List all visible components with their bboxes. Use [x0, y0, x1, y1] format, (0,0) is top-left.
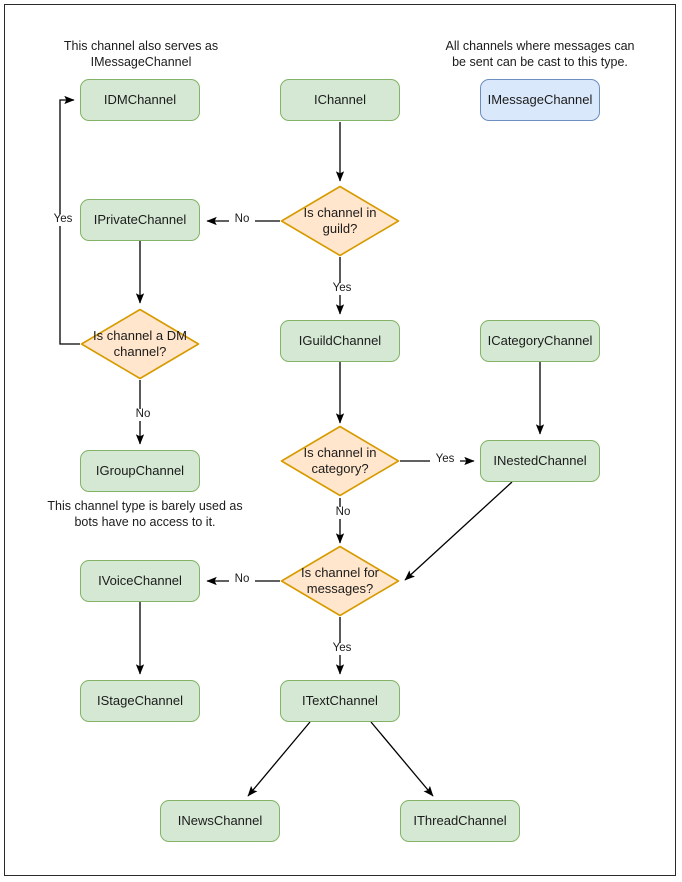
- node-icategory-channel-label: ICategoryChannel: [487, 332, 593, 348]
- node-iguild-channel-label: IGuildChannel: [298, 332, 382, 348]
- note-message-channel: All channels where messages can be sent …: [445, 39, 635, 70]
- node-is-channel-for-messages-label: Is channel for messages?: [300, 564, 380, 596]
- edge-label-no-category: No: [330, 506, 356, 519]
- note-dm-channel: This channel also serves as IMessageChan…: [63, 39, 219, 70]
- edge-label-yes-guild: Yes: [327, 282, 357, 295]
- node-iprivate-channel[interactable]: IPrivateChannel: [80, 199, 200, 241]
- node-ithread-channel[interactable]: IThreadChannel: [400, 800, 520, 842]
- node-is-channel-in-category[interactable]: Is channel in category?: [280, 425, 400, 497]
- edge-itext-to-inews: [247, 721, 311, 797]
- edge-itext-to-ithread: [370, 721, 434, 797]
- node-is-channel-in-guild-label: Is channel in guild?: [303, 204, 377, 236]
- node-is-channel-a-dm-channel-label: Is channel a DM channel?: [93, 327, 187, 359]
- note-group-channel: This channel type is barely used as bots…: [47, 499, 243, 530]
- node-inews-channel[interactable]: INewsChannel: [160, 800, 280, 842]
- diamond-shape-icon: [80, 308, 200, 380]
- node-imessage-channel-label: IMessageChannel: [487, 91, 593, 107]
- node-istage-channel-label: IStageChannel: [96, 692, 183, 708]
- edge-inested-to-messages-decision: [404, 481, 513, 581]
- node-ichannel[interactable]: IChannel: [280, 79, 400, 121]
- edge-label-no-messages: No: [229, 573, 255, 586]
- node-istage-channel[interactable]: IStageChannel: [80, 680, 200, 722]
- diamond-shape-icon: [280, 185, 400, 257]
- edge-label-yes-category: Yes: [430, 453, 460, 466]
- node-is-channel-in-guild[interactable]: Is channel in guild?: [280, 185, 400, 257]
- node-itext-channel-label: ITextChannel: [302, 692, 378, 708]
- edge-label-yes-dm: Yes: [48, 213, 78, 226]
- node-inested-channel-label: INestedChannel: [493, 452, 587, 468]
- node-ichannel-label: IChannel: [313, 91, 367, 107]
- edge-label-no-dm: No: [130, 408, 156, 421]
- node-iguild-channel[interactable]: IGuildChannel: [280, 320, 400, 362]
- diamond-shape-icon: [280, 425, 400, 497]
- diamond-shape-icon: [280, 545, 400, 617]
- node-igroup-channel[interactable]: IGroupChannel: [80, 450, 200, 492]
- node-ithread-channel-label: IThreadChannel: [413, 812, 507, 828]
- node-ivoice-channel[interactable]: IVoiceChannel: [80, 560, 200, 602]
- node-idm-channel[interactable]: IDMChannel: [80, 79, 200, 121]
- node-imessage-channel[interactable]: IMessageChannel: [480, 79, 600, 121]
- node-is-channel-in-category-label: Is channel in category?: [303, 444, 377, 476]
- node-iprivate-channel-label: IPrivateChannel: [93, 211, 187, 227]
- node-is-channel-for-messages[interactable]: Is channel for messages?: [280, 545, 400, 617]
- edge-label-no-guild: No: [229, 213, 255, 226]
- node-icategory-channel[interactable]: ICategoryChannel: [480, 320, 600, 362]
- node-ivoice-channel-label: IVoiceChannel: [98, 572, 182, 588]
- node-itext-channel[interactable]: ITextChannel: [280, 680, 400, 722]
- edge-label-yes-messages: Yes: [327, 642, 357, 655]
- node-inested-channel[interactable]: INestedChannel: [480, 440, 600, 482]
- node-igroup-channel-label: IGroupChannel: [95, 462, 185, 478]
- node-is-channel-a-dm-channel[interactable]: Is channel a DM channel?: [80, 308, 200, 380]
- node-idm-channel-label: IDMChannel: [103, 91, 177, 107]
- node-inews-channel-label: INewsChannel: [177, 812, 263, 828]
